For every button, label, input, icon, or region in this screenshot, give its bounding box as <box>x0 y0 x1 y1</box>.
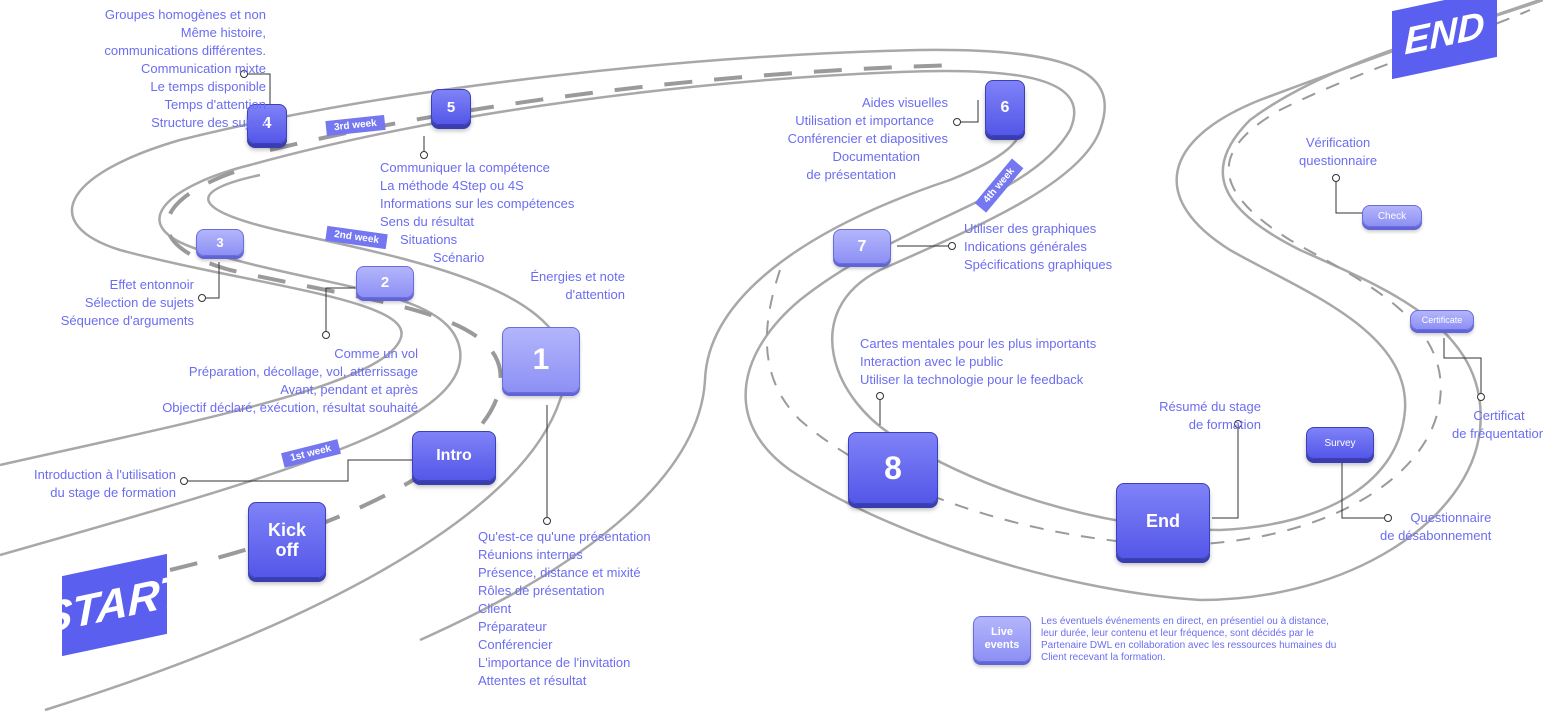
certificate-button[interactable]: Certificate <box>1410 310 1474 330</box>
label-line: Cartes mentales pour les plus importants <box>860 336 1097 351</box>
label-line: Avant, pendant et après <box>280 382 418 397</box>
label-line: questionnaire <box>1299 153 1378 168</box>
label-line: Temps d'attention <box>164 97 267 112</box>
step-1-button[interactable]: 1 <box>502 327 580 393</box>
live-events-note: Les éventuels événements en direct, en p… <box>1041 616 1337 663</box>
intro-labels: Introduction à l'utilisation du stage de… <box>34 466 176 502</box>
step-2-button[interactable]: 2 <box>356 266 414 298</box>
label-line: Même histoire, <box>180 25 266 40</box>
label-line: Utilisation et importance <box>795 113 934 128</box>
label-line: Scénario <box>433 250 485 265</box>
label-line: Préparateur <box>478 619 547 634</box>
label-line: Réunions internes <box>478 547 583 562</box>
label-line: Communication mixte <box>141 61 266 76</box>
step-3-labels: Effet entonnoir Sélection de sujets Séqu… <box>61 276 194 330</box>
label-line: Indications générales <box>964 239 1087 254</box>
label-line: Spécifications graphiques <box>964 257 1113 272</box>
end-labels: Résumé du stage de formation <box>1159 398 1261 434</box>
step-6-button[interactable]: 6 <box>985 80 1025 136</box>
label-line: La méthode 4Step ou 4S <box>380 178 524 193</box>
label-line: Comme un vol <box>334 346 418 361</box>
label-line: communications différentes. <box>104 43 266 58</box>
label-line: Certificat <box>1473 408 1525 423</box>
step-6-labels: Aides visuelles Utilisation et importanc… <box>788 94 948 184</box>
label-line: Utiliser des graphiques <box>964 221 1097 236</box>
label-line: Client <box>478 601 512 616</box>
label-line: Introduction à l'utilisation <box>34 467 176 482</box>
label-line: Préparation, décollage, vol, atterrissag… <box>188 364 418 379</box>
check-labels: Vérification questionnaire <box>1299 134 1377 170</box>
step-7-labels: Utiliser des graphiques Indications géné… <box>964 220 1112 274</box>
label-line: Effet entonnoir <box>109 277 194 292</box>
label-line: Structure des sujets <box>151 115 266 130</box>
label-line: Rôles de présentation <box>478 583 605 598</box>
step-2-labels: Comme un vol Préparation, décollage, vol… <box>162 345 418 417</box>
label-line: Objectif déclaré, exécution, résultat so… <box>162 400 418 415</box>
label-line: Résumé du stage <box>1159 399 1261 414</box>
label-line: Séquence d'arguments <box>60 313 194 328</box>
kickoff-button[interactable]: Kick off <box>248 502 326 578</box>
label-line: Sens du résultat <box>380 214 474 229</box>
label-line: Informations sur les compétences <box>380 196 575 211</box>
label-line: Conférencier et diapositives <box>787 131 948 146</box>
step-8-button[interactable]: 8 <box>848 432 938 504</box>
live-events-button[interactable]: Live events <box>973 616 1031 662</box>
step-4-labels: Groupes homogènes et non Même histoire, … <box>104 6 266 132</box>
label-line: Interaction avec le public <box>860 354 1004 369</box>
label-line: de formation <box>1188 417 1261 432</box>
end-button[interactable]: End <box>1116 483 1210 559</box>
label-line: du stage de formation <box>50 485 176 500</box>
step-1-energy-labels: Énergies et note d'attention <box>530 268 625 304</box>
label-line: Le temps disponible <box>150 79 266 94</box>
label-line: Présence, distance et mixité <box>478 565 641 580</box>
step-1-labels: Qu'est-ce qu'une présentation Réunions i… <box>478 528 651 690</box>
label-line: de fréquentation <box>1452 426 1543 441</box>
label-line: de présentation <box>806 167 896 182</box>
survey-labels: Questionnaire de désabonnement <box>1380 509 1491 545</box>
step-7-button[interactable]: 7 <box>833 229 891 264</box>
road-edge-c <box>0 0 1541 532</box>
certificate-labels: Certificat de fréquentation <box>1452 407 1543 443</box>
survey-button[interactable]: Survey <box>1306 427 1374 459</box>
label-line: Questionnaire <box>1410 510 1492 525</box>
label-line: d'attention <box>565 287 625 302</box>
label-line: Conférencier <box>478 637 553 652</box>
label-line: Groupes homogènes et non <box>104 7 266 22</box>
intro-button[interactable]: Intro <box>412 431 496 481</box>
step-5-labels: Communiquer la compétence La méthode 4St… <box>380 159 574 267</box>
label-line: Attentes et résultat <box>478 673 587 688</box>
step-3-button[interactable]: 3 <box>196 229 244 256</box>
label-line: Utiliser la technologie pour le feedback <box>860 372 1084 387</box>
step-5-button[interactable]: 5 <box>431 89 471 125</box>
label-line: Aides visuelles <box>862 95 948 110</box>
label-line: de désabonnement <box>1380 528 1492 543</box>
step-8-labels: Cartes mentales pour les plus importants… <box>860 335 1096 389</box>
label-line: Situations <box>400 232 458 247</box>
road-edge-d <box>419 114 1024 642</box>
label-line: Énergies et note <box>530 269 625 284</box>
check-button[interactable]: Check <box>1362 205 1422 227</box>
label-line: Sélection de sujets <box>84 295 194 310</box>
label-line: Vérification <box>1305 135 1371 150</box>
label-line: L'importance de l'invitation <box>478 655 631 670</box>
label-line: Qu'est-ce qu'une présentation <box>478 529 651 544</box>
label-line: Communiquer la compétence <box>380 160 550 175</box>
step-4-button[interactable]: 4 <box>247 104 287 144</box>
label-line: Documentation <box>832 149 920 164</box>
